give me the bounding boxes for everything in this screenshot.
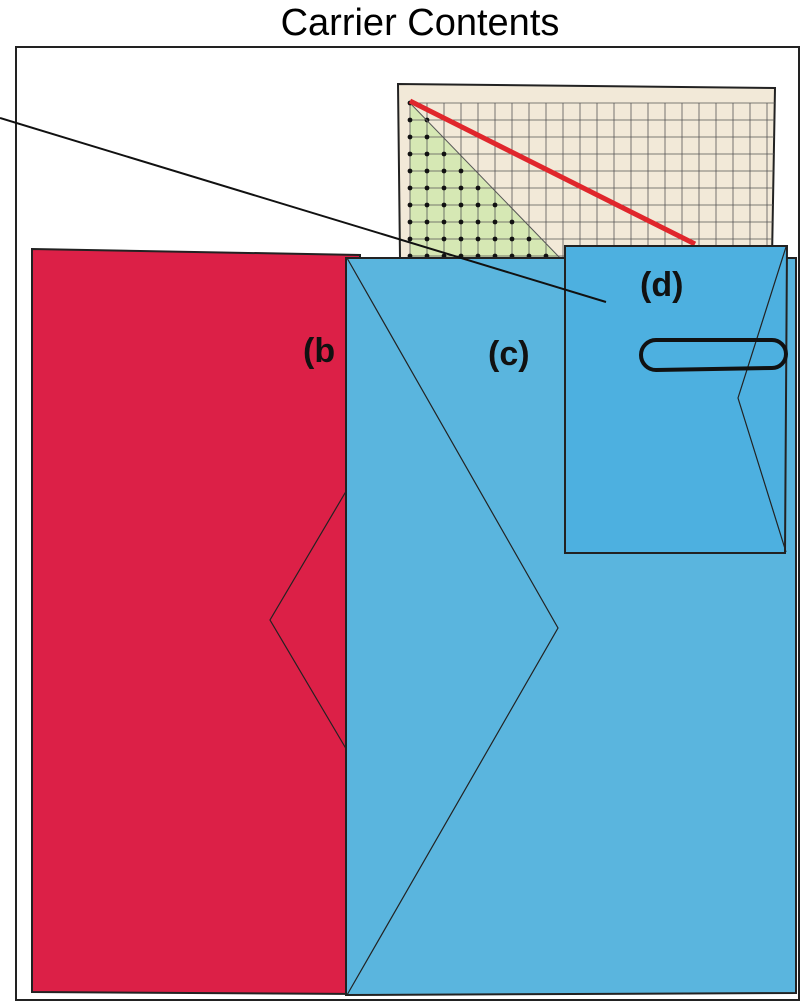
- grid-dot: [407, 185, 413, 191]
- grid-dot: [424, 134, 430, 140]
- grid-dot: [441, 168, 447, 174]
- red-envelope-flap: [269, 487, 349, 753]
- grid-dot: [407, 236, 413, 242]
- paperclip-icon: [639, 338, 788, 373]
- grid-dot: [475, 219, 481, 225]
- grid-dot: [441, 236, 447, 242]
- grid-dot: [441, 151, 447, 157]
- grid-dot: [441, 219, 447, 225]
- small-envelope-body: [564, 245, 789, 554]
- label-d: (d): [640, 266, 683, 304]
- grid-dot: [407, 151, 413, 157]
- grid-dot: [475, 202, 481, 208]
- grid-dot: [407, 117, 413, 123]
- grid-dot: [458, 185, 464, 191]
- graph-red-line: [408, 98, 697, 247]
- grid-dot: [441, 202, 447, 208]
- grid-dot: [458, 202, 464, 208]
- grid-dot: [458, 168, 464, 174]
- grid-dot: [407, 219, 413, 225]
- grid-dot: [492, 236, 498, 242]
- grid-dot: [441, 185, 447, 191]
- grid-dot: [424, 168, 430, 174]
- graph-grid: [409, 102, 775, 258]
- grid-dot: [475, 185, 481, 191]
- label-b: (b: [303, 332, 335, 370]
- graph-paper: [396, 82, 777, 259]
- grid-dot: [407, 168, 413, 174]
- label-c: (c): [488, 335, 530, 373]
- diagram-title: Carrier Contents: [280, 2, 560, 44]
- grid-dot: [424, 202, 430, 208]
- grid-dot: [492, 202, 498, 208]
- grid-dot: [509, 236, 515, 242]
- grid-dot: [424, 236, 430, 242]
- grid-dot: [509, 219, 515, 225]
- grid-dot: [424, 219, 430, 225]
- blue-envelope-flap: [346, 257, 559, 996]
- pointer-line: [0, 117, 607, 303]
- grid-dot: [407, 202, 413, 208]
- grid-dot: [526, 236, 532, 242]
- grid-dot: [407, 134, 413, 140]
- small-envelope: [564, 245, 789, 554]
- grid-dot: [492, 219, 498, 225]
- grid-dot: [424, 151, 430, 157]
- graph-diagonal: [409, 102, 561, 258]
- grid-dot: [475, 236, 481, 242]
- grid-dot: [458, 236, 464, 242]
- grid-dot: [458, 219, 464, 225]
- grid-dot: [424, 185, 430, 191]
- small-envelope-flap: [737, 246, 787, 553]
